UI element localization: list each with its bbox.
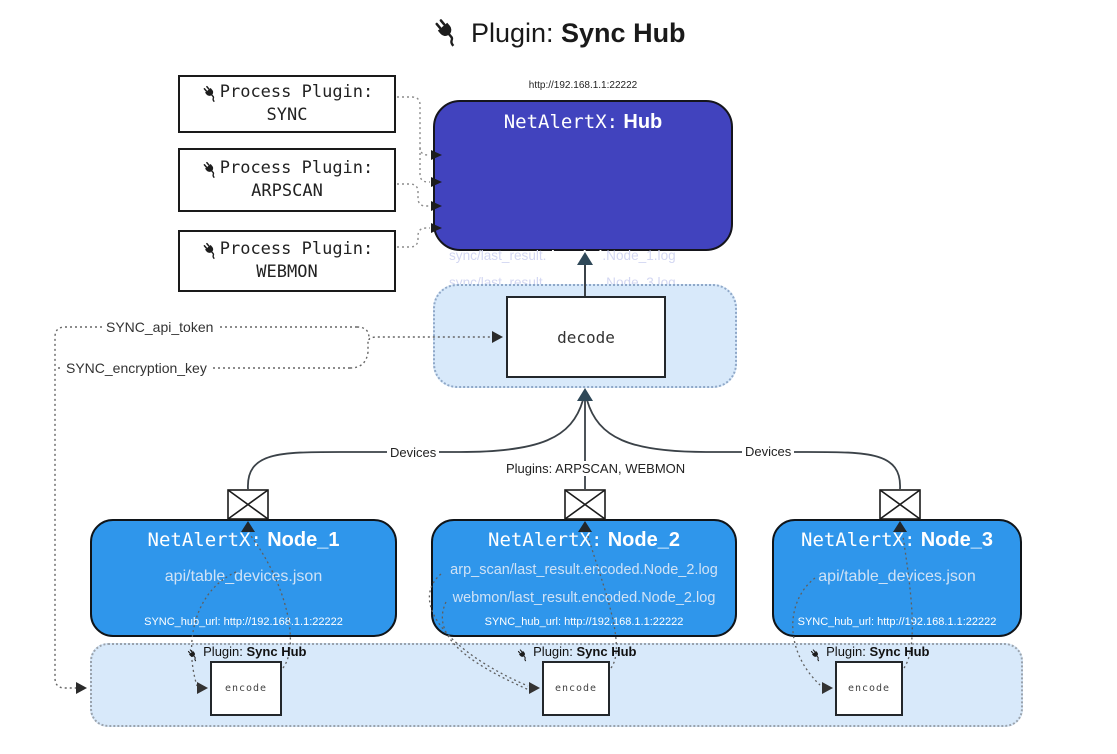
plug-icon [810, 649, 819, 662]
hub-name: Hub [623, 111, 663, 133]
encode-box-1: encode [210, 661, 282, 716]
process-plugin-label: Process Plugin: [219, 82, 374, 102]
decode-entry-arrowhead [577, 388, 593, 401]
plug-icon [203, 242, 215, 260]
process-plugin-name: ARPSCAN [251, 181, 323, 201]
encode-plugin-label: Plugin: Sync Hub [784, 644, 954, 662]
sync-encryption-key-label: SYNC_encryption_key [62, 360, 211, 376]
hub-url: http://192.168.1.1:22222 [528, 80, 638, 91]
edge-label-devices-right: Devices [742, 444, 795, 459]
encode-plugin-label: Plugin: Sync Hub [161, 644, 331, 662]
envelope-icons [227, 489, 921, 520]
node-title: NetAlertX: Node_3 [801, 529, 993, 551]
encode-box-2: encode [542, 661, 610, 716]
encode-box-3: encode [835, 661, 903, 716]
hub-log-line: sync/last_result.decoded.Node_1.log [449, 248, 676, 263]
node-hub-url: SYNC_hub_url: http://192.168.1.1:22222 [797, 616, 997, 628]
title-name: Sync Hub [561, 18, 686, 48]
hub-title: NetAlertX: Hub [435, 111, 731, 134]
node-files: api/table_devices.json [818, 568, 976, 585]
plug-icon [187, 649, 196, 662]
process-plugin-name: WEBMON [256, 262, 318, 282]
encode-panel-arrowhead [76, 682, 87, 694]
process-plugin-label: Process Plugin: [219, 158, 374, 178]
node-files: api/table_devices.json [164, 568, 323, 585]
plug-icon [435, 19, 455, 47]
decode-box: decode [506, 296, 666, 378]
process-plugin-sync: Process Plugin: SYNC [178, 75, 396, 133]
node-title: NetAlertX: Node_2 [488, 529, 680, 551]
plug-icon [517, 649, 526, 662]
process-plugin-label: Process Plugin: [219, 239, 374, 259]
encode-plugin-label: Plugin: Sync Hub [491, 644, 661, 662]
title-prefix: Plugin: [470, 18, 554, 48]
plug-icon [203, 85, 215, 103]
process-plugin-arpscan: Process Plugin: ARPSCAN [178, 148, 396, 212]
plugin-to-hub-connectors [397, 96, 430, 248]
node-2-box: NetAlertX: Node_2 arp_scan/last_result.e… [431, 519, 737, 637]
sync-api-token-label: SYNC_api_token [102, 319, 218, 335]
node-1-box: NetAlertX: Node_1 api/table_devices.json… [90, 519, 397, 637]
process-plugin-name: SYNC [266, 105, 308, 125]
hub-brand: NetAlertX: [503, 111, 619, 133]
node-3-box: NetAlertX: Node_3 api/table_devices.json… [772, 519, 1022, 637]
hub-box: NetAlertX: Hub sync/last_result.decoded.… [433, 100, 733, 337]
edge-label-devices-left: Devices [387, 445, 440, 460]
node-hub-url: SYNC_hub_url: http://192.168.1.1:22222 [144, 616, 343, 628]
node-title: NetAlertX: Node_1 [147, 529, 340, 551]
page-title: Plugin: Sync Hub [0, 16, 1117, 49]
node-hub-url: SYNC_hub_url: http://192.168.1.1:22222 [484, 616, 684, 628]
edge-label-plugins: Plugins: ARPSCAN, WEBMON [503, 461, 689, 476]
process-plugin-webmon: Process Plugin: WEBMON [178, 230, 396, 292]
node-files: arp_scan/last_result.encoded.Node_2.log … [450, 562, 718, 606]
plug-icon [203, 161, 215, 179]
